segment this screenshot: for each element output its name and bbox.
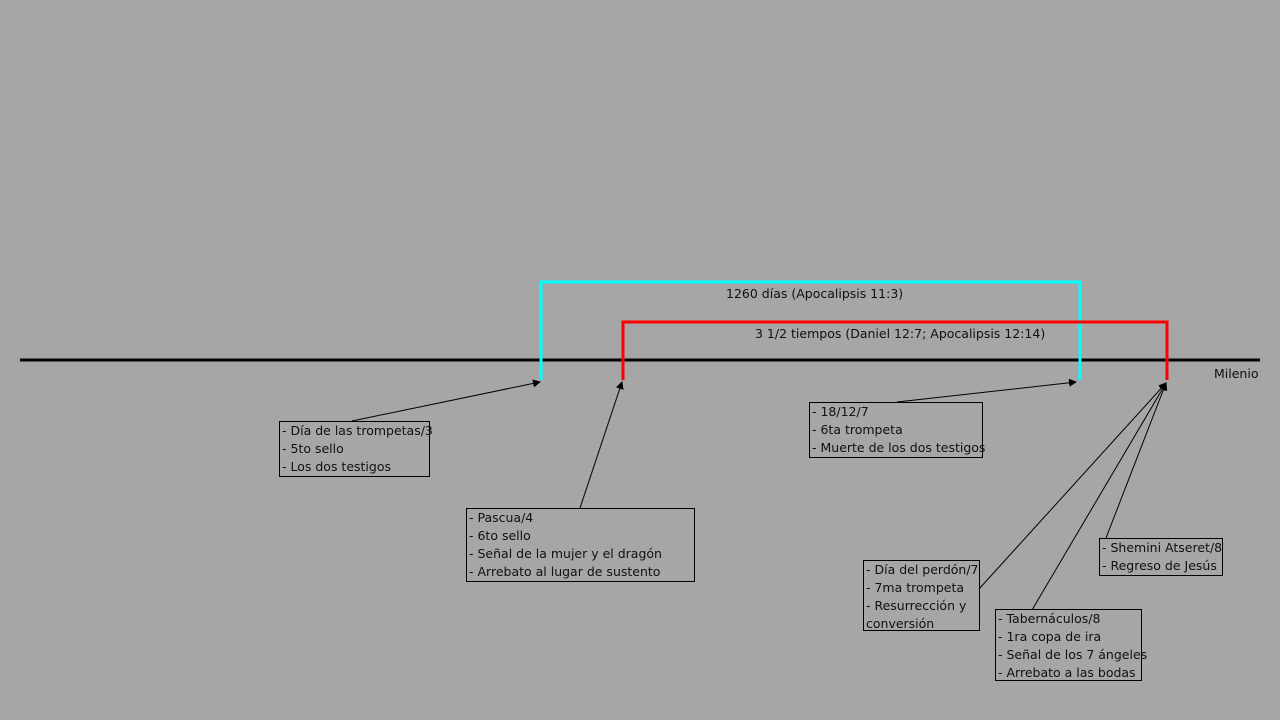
box-line: conversión (866, 616, 935, 631)
arrow-passover (579, 381, 624, 509)
box-line: - 7ma trompeta (866, 580, 965, 595)
box-line: - Día del perdón/7 (866, 562, 979, 577)
box-line: - Muerte de los dos testigos (812, 440, 986, 455)
box-line: - Señal de los 7 ángeles (998, 647, 1148, 662)
box-line: - Regreso de Jesús (1102, 558, 1217, 573)
arrow-trumpets (351, 379, 541, 422)
box-line: - 6ta trompeta (812, 422, 903, 437)
box-line: - Día de las trompetas/3 (282, 423, 433, 438)
box-line: - Arrebato al lugar de sustento (469, 564, 661, 579)
bracket-1260-label: 1260 días (Apocalipsis 11:3) (726, 286, 904, 301)
box-line: - 5to sello (282, 441, 344, 456)
box-line: - Resurrección y (866, 598, 967, 613)
box-line: - Tabernáculos/8 (998, 611, 1101, 626)
box-line: - Shemini Atseret/8 (1102, 540, 1223, 555)
box-line: - 18/12/7 (812, 404, 869, 419)
arrow-tabernacles (1031, 382, 1167, 611)
milenio-label: Milenio (1214, 366, 1259, 381)
box-trumpets: - Día de las trompetas/3 - 5to sello - L… (279, 421, 433, 477)
box-line: - Los dos testigos (282, 459, 392, 474)
box-line: - 6to sello (469, 528, 531, 543)
arrow-shemini (1105, 382, 1168, 539)
box-18-12-7: - 18/12/7 - 6ta trompeta - Muerte de los… (809, 402, 986, 458)
box-line: - 1ra copa de ira (998, 629, 1102, 644)
box-shemini: - Shemini Atseret/8 - Regreso de Jesús (1099, 538, 1223, 576)
box-line: - Señal de la mujer y el dragón (469, 546, 662, 561)
arrow-18-12-7 (896, 378, 1077, 403)
arrow-atonement (978, 382, 1167, 590)
bracket-3-5-label: 3 1/2 tiempos (Daniel 12:7; Apocalipsis … (755, 326, 1046, 341)
box-line: - Arrebato a las bodas (998, 665, 1136, 680)
box-tabernacles: - Tabernáculos/8 - 1ra copa de ira - Señ… (995, 609, 1148, 681)
box-passover: - Pascua/4 - 6to sello - Señal de la muj… (466, 508, 695, 582)
bracket-3-5-times (621, 320, 1169, 380)
box-atonement: - Día del perdón/7 - 7ma trompeta - Resu… (863, 560, 980, 631)
bracket-1260-days (539, 280, 1082, 380)
box-line: - Pascua/4 (469, 510, 534, 525)
